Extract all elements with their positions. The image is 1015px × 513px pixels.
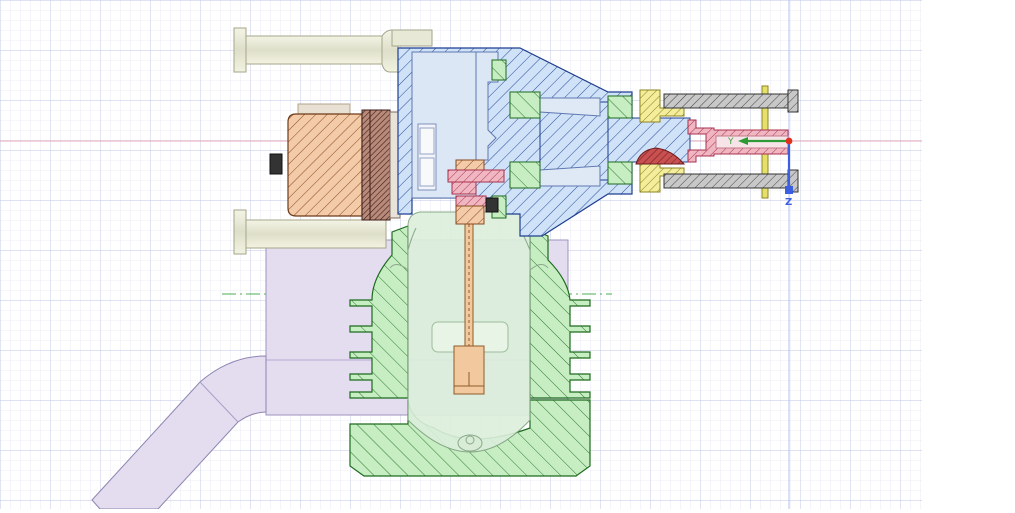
mount-post-top[interactable] [233,27,433,73]
triad-origin [785,137,793,145]
exhaust-pipe[interactable] [91,355,267,510]
triad-z-arrow [785,186,793,194]
connecting-rod[interactable] [453,213,485,395]
triad-z-label: Z [785,197,792,208]
check-valve[interactable] [635,147,686,165]
motor-body[interactable] [269,103,401,221]
mount-post-bottom[interactable] [233,209,387,255]
seal-rings[interactable] [491,59,633,219]
triad-y-label: Y [727,137,734,147]
axis-triad[interactable]: Z Y [727,137,793,208]
triad-y-arrow [738,137,748,145]
crank-bushing[interactable] [447,159,505,225]
nozzle-nut[interactable] [663,89,799,193]
